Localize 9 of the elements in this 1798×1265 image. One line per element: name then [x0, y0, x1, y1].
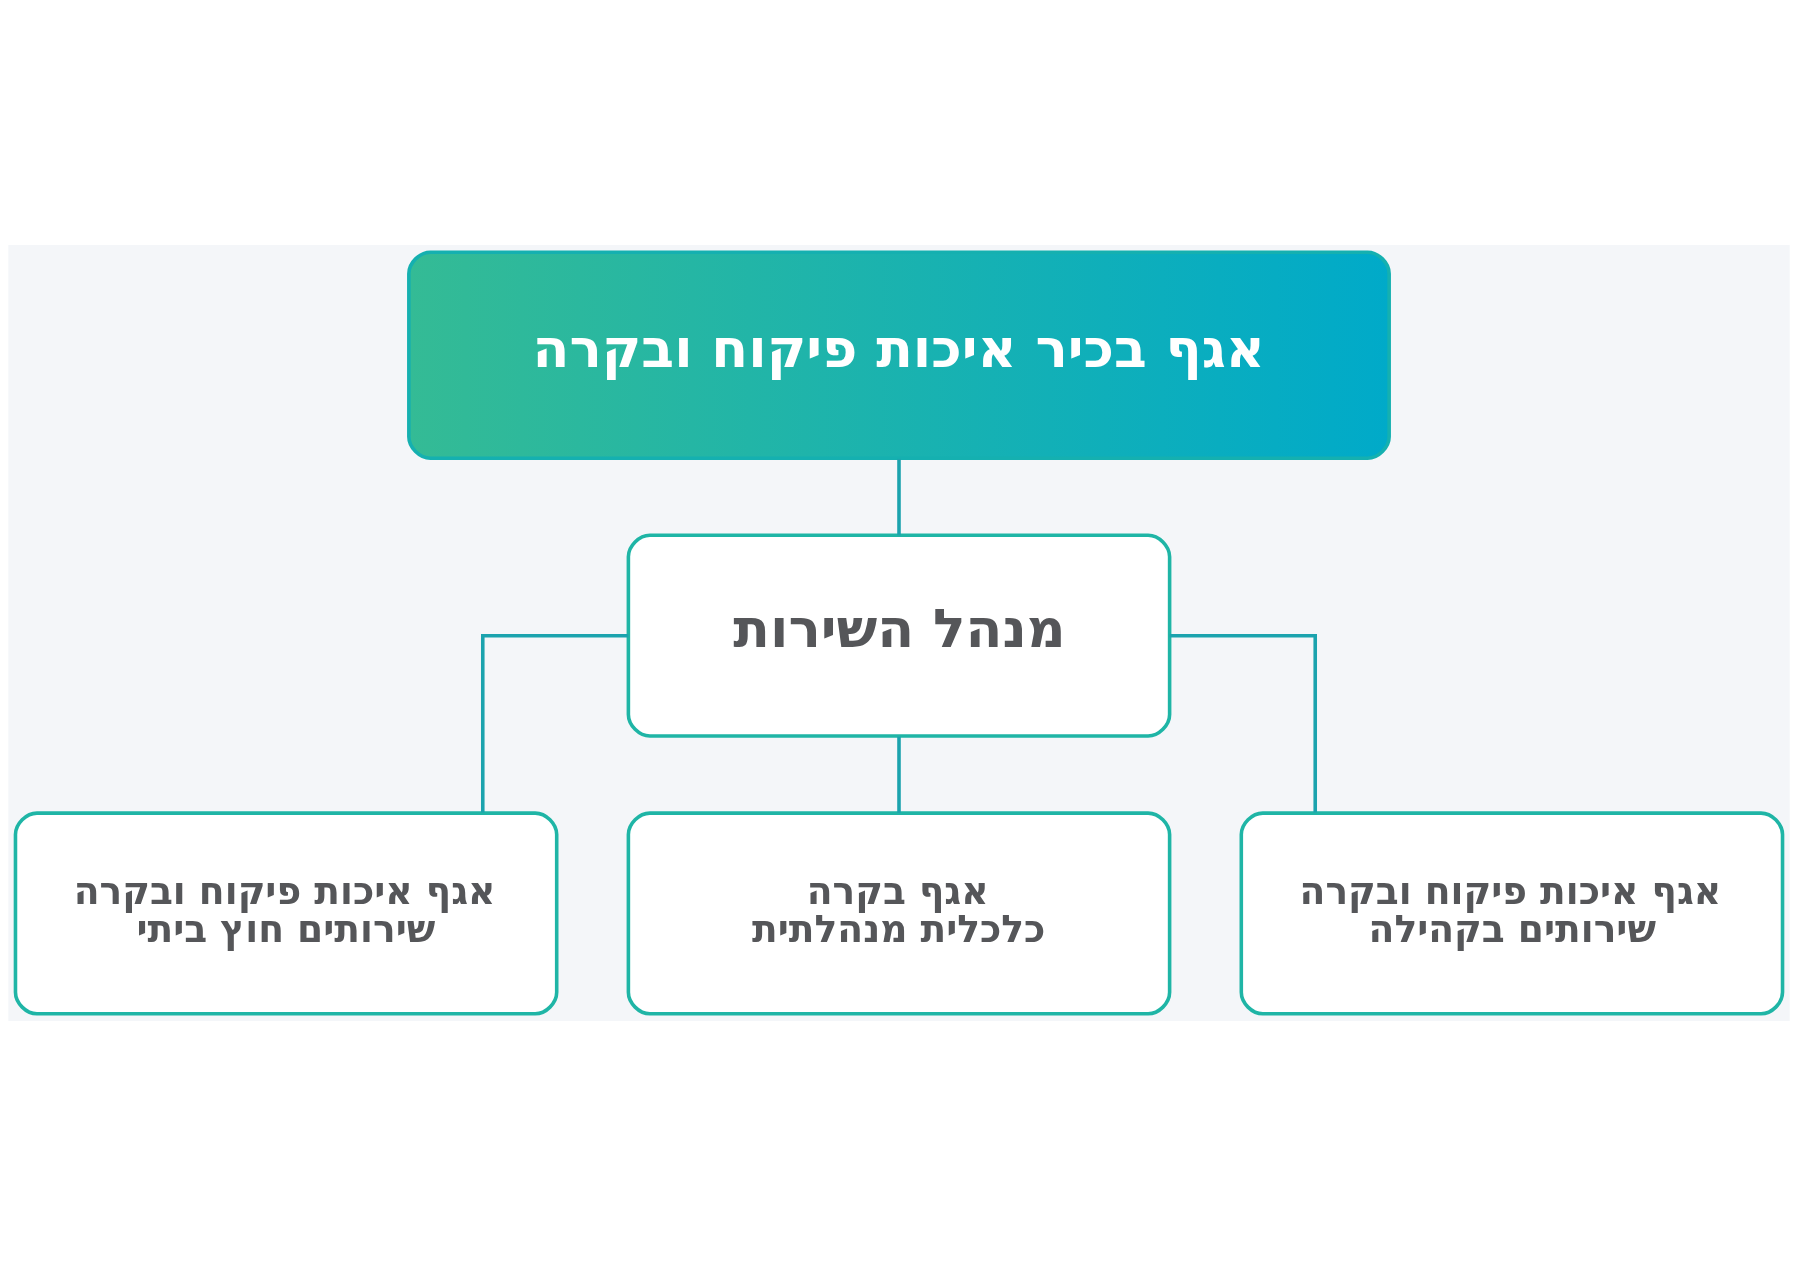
node-box: מנהל השירות — [626, 533, 1172, 738]
connector — [480, 633, 629, 812]
node-box: אגף איכות פיקוח ובקרה שירותים חוץ ביתי — [13, 810, 559, 1016]
connector — [897, 736, 901, 813]
connector — [897, 458, 901, 535]
node-box: אגף איכות פיקוח ובקרה שירותים בקהילה — [1239, 810, 1785, 1016]
node-box: אגף בכיר איכות פיקוח ובקרה — [407, 249, 1391, 460]
connector — [1169, 633, 1317, 812]
node-box: אגף בקרה כלכלית מנהלתית — [626, 810, 1172, 1016]
